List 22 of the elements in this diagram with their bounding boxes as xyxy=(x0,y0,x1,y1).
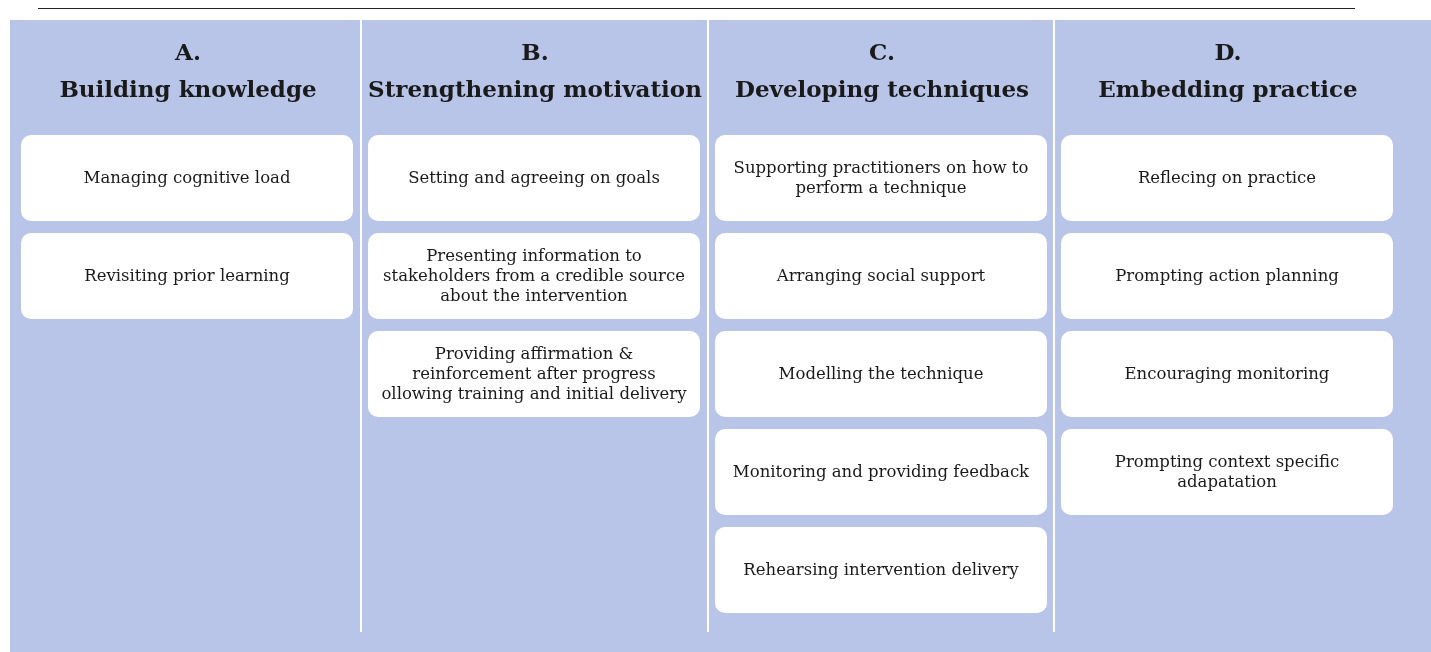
strategy-card: Monitoring and providing feedback xyxy=(715,429,1047,515)
column-letter: A. xyxy=(173,38,202,65)
strategy-card: Prompting context specific adapatation xyxy=(1061,429,1393,515)
column-heading: Building knowledge xyxy=(58,75,318,102)
strategy-card: Supporting practitioners on how to perform a technique xyxy=(715,135,1047,221)
strategy-card: Setting and agreeing on goals xyxy=(368,135,700,221)
strategy-card: Encouraging monitoring xyxy=(1061,331,1393,417)
strategy-card: Prompting action planning xyxy=(1061,233,1393,319)
strategy-card: Modelling the technique xyxy=(715,331,1047,417)
strategy-card: Providing affirmation & reinforcement after progress ollowing training and initial delivery xyxy=(368,331,700,417)
column-heading: Strengthening motivation xyxy=(367,75,703,102)
strategy-card: Arranging social support xyxy=(715,233,1047,319)
column-letter: B. xyxy=(520,38,550,65)
column-letter: C. xyxy=(868,38,896,65)
column-letter: D. xyxy=(1213,38,1243,65)
strategy-card: Reflecing on practice xyxy=(1061,135,1393,221)
strategy-card: Revisiting prior learning xyxy=(21,233,353,319)
strategy-card: Presenting information to stakeholders from a credible source about the intervention xyxy=(368,233,700,319)
strategy-card: Managing cognitive load xyxy=(21,135,353,221)
column-heading: Embedding practice xyxy=(1097,75,1359,102)
column-heading: Developing techniques xyxy=(733,75,1031,102)
strategy-card: Rehearsing intervention delivery xyxy=(715,527,1047,613)
